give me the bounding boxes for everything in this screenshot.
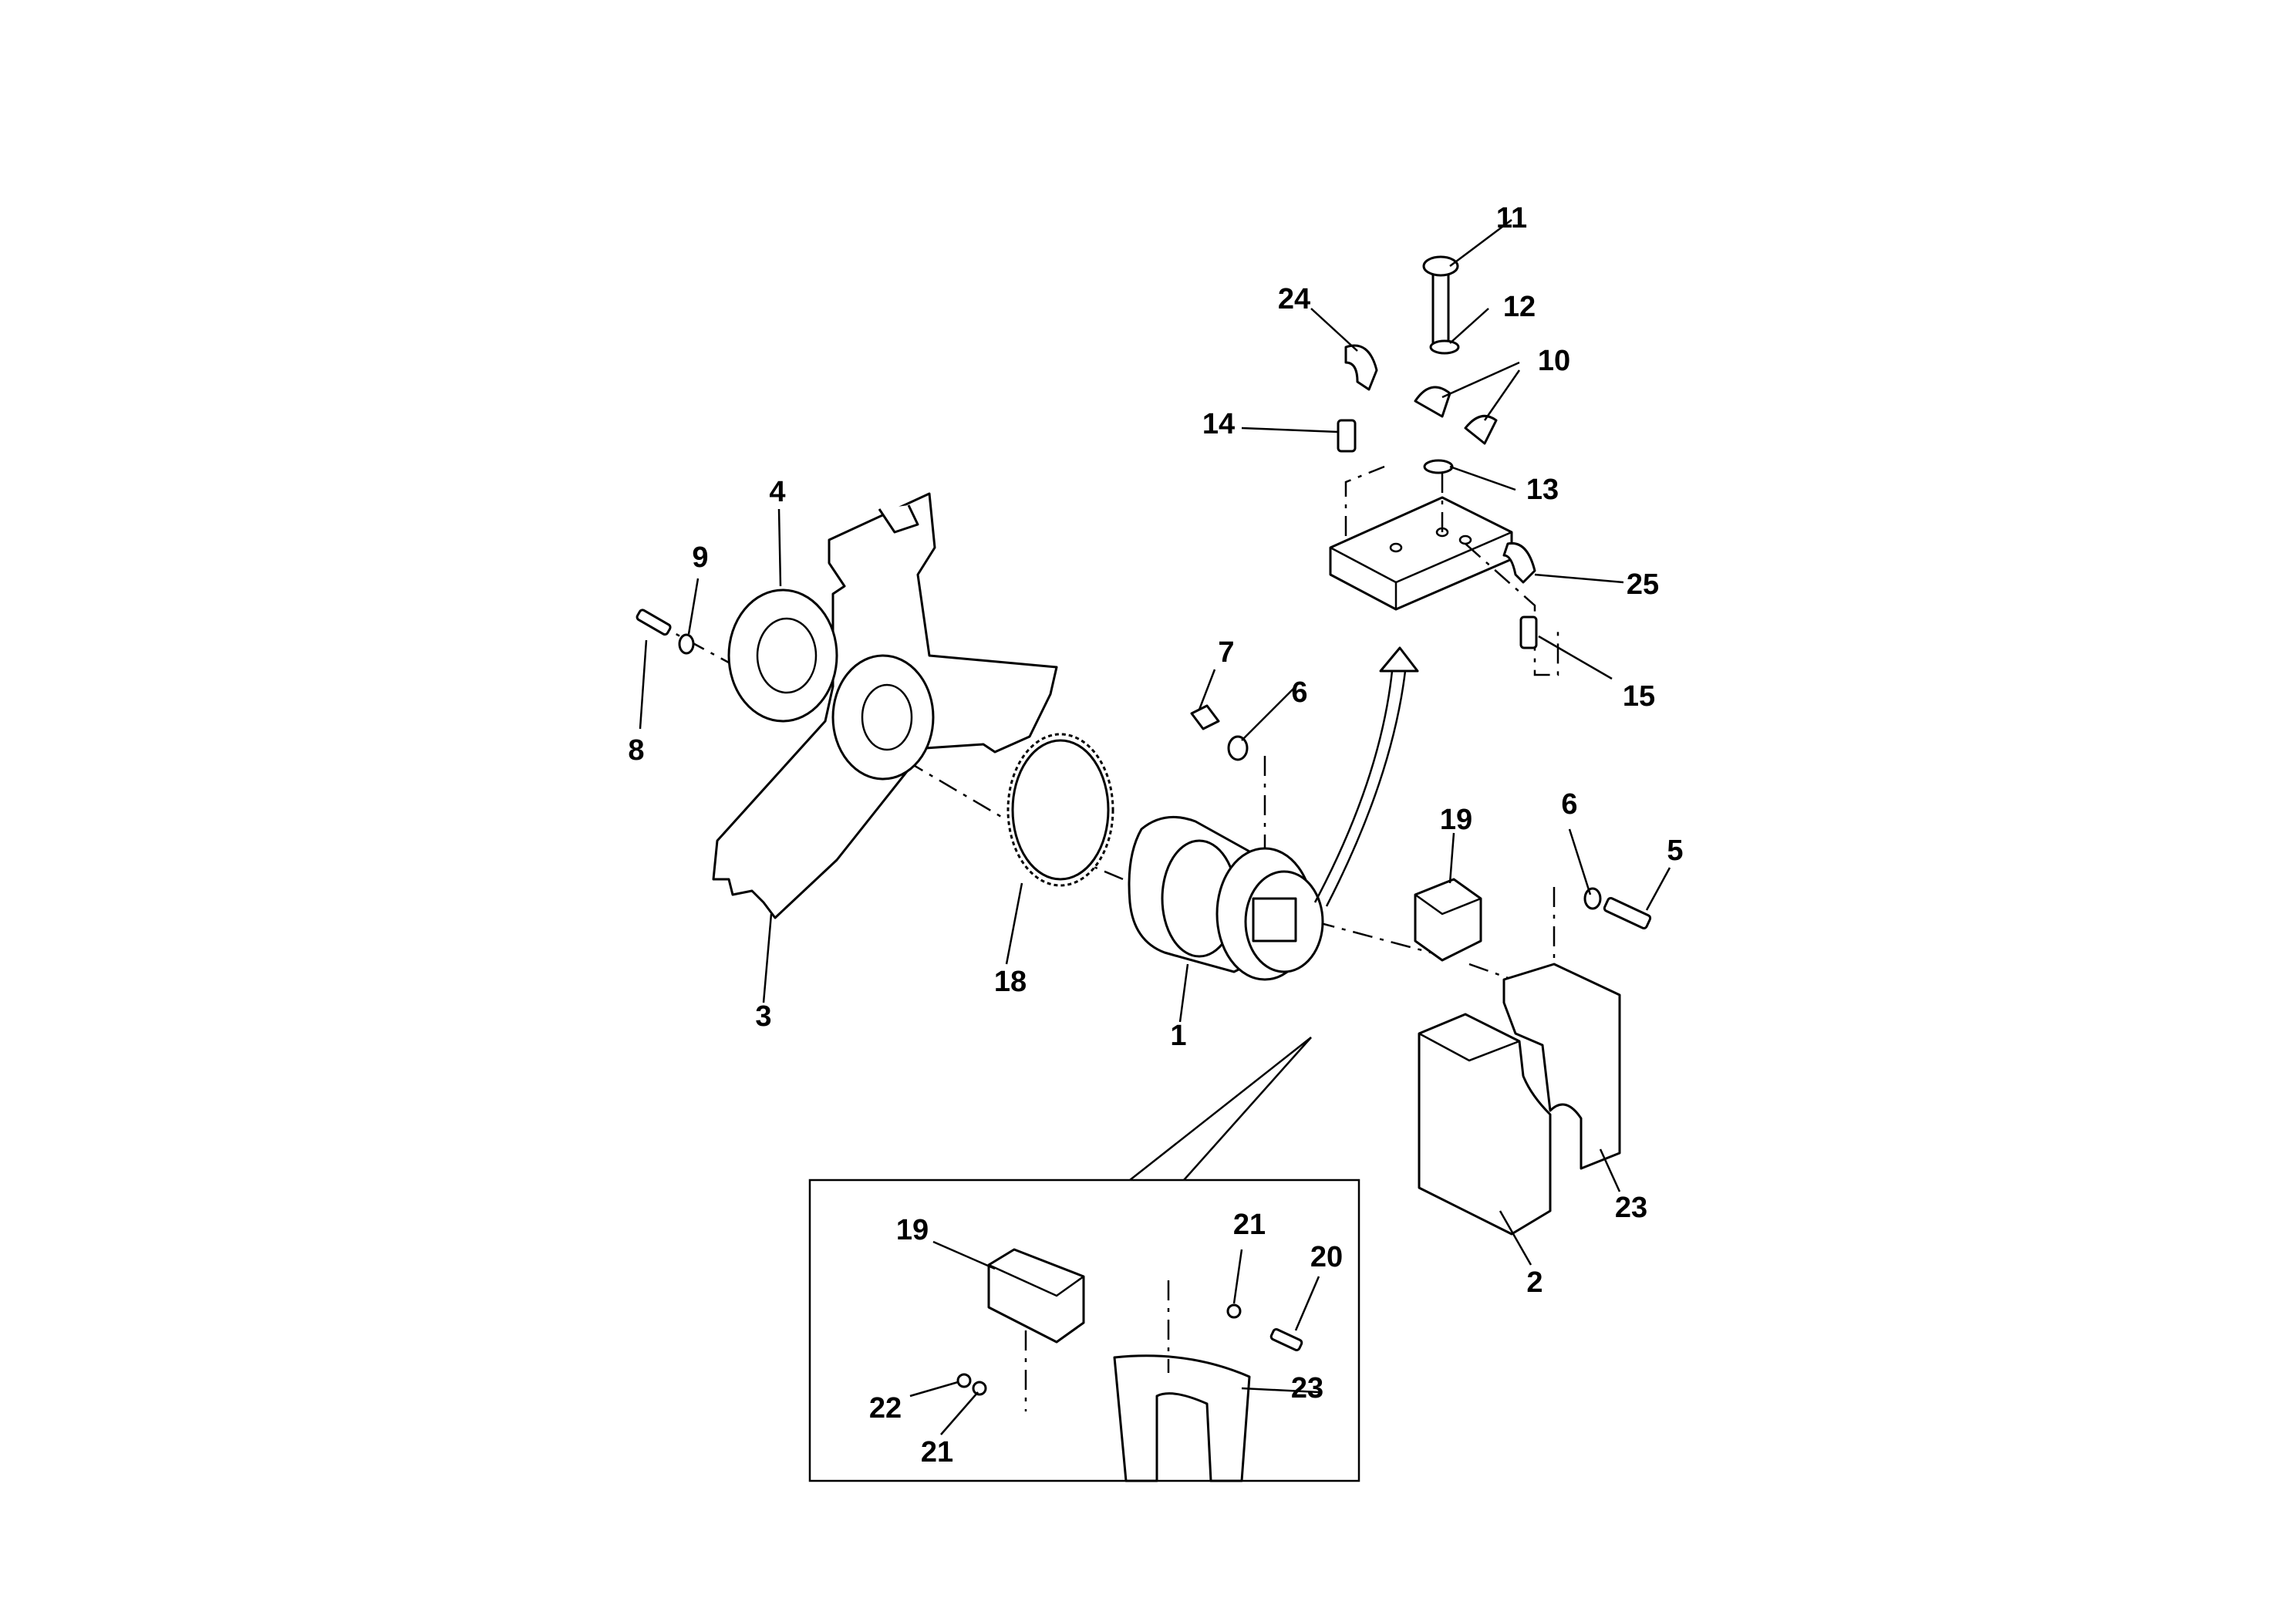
callout-18: 18 [994, 966, 1027, 998]
callout-20: 20 [1310, 1241, 1343, 1273]
washer-6-left [1227, 735, 1249, 761]
callout-19-main: 19 [1440, 804, 1472, 836]
callout-labels: 1 2 3 4 5 6 6 7 8 9 10 11 12 13 14 15 18… [628, 202, 1683, 1469]
right-hardware [1583, 887, 1652, 930]
fitting-15 [1519, 615, 1538, 649]
washer-13 [1423, 459, 1454, 474]
detail-arrow [1313, 646, 1419, 907]
washer-9 [678, 633, 695, 655]
callout-23-detail: 23 [1291, 1372, 1323, 1404]
elbow-25 [1502, 541, 1536, 584]
flange-ring [727, 588, 838, 723]
callout-15: 15 [1623, 680, 1655, 713]
nut-7 [1190, 704, 1220, 730]
bolt-11 [1431, 265, 1450, 352]
callout-21-bottom: 21 [921, 1436, 953, 1469]
callout-1: 1 [1170, 1020, 1186, 1052]
left-hardware [636, 609, 1249, 761]
callout-5: 5 [1667, 835, 1683, 867]
hydraulic-motor [1128, 815, 1324, 981]
detail-inset [808, 1037, 1360, 1482]
callout-19-detail: 19 [896, 1214, 929, 1246]
callout-12: 12 [1503, 291, 1536, 323]
sensor-block [1414, 878, 1482, 962]
callout-23-main: 23 [1615, 1192, 1647, 1224]
callout-11: 11 [1496, 202, 1527, 234]
bolt-5 [1603, 896, 1652, 930]
callout-8: 8 [628, 734, 644, 767]
ring-gear [1006, 733, 1114, 887]
mounting-plate [712, 492, 1058, 919]
callout-2: 2 [1526, 1266, 1542, 1299]
clamp-upper [1414, 386, 1451, 418]
callout-10: 10 [1538, 345, 1570, 377]
clamp-lower [1464, 414, 1498, 445]
callout-25: 25 [1627, 568, 1659, 601]
washer-12 [1429, 339, 1460, 355]
nut-22 [956, 1373, 972, 1388]
callout-24: 24 [1278, 283, 1310, 315]
bolt-8 [636, 609, 672, 636]
callout-6-right: 6 [1561, 788, 1577, 821]
washer-6-right [1583, 887, 1602, 910]
nut-21-top [1226, 1303, 1242, 1319]
callout-21-top: 21 [1233, 1209, 1266, 1241]
callout-22: 22 [869, 1392, 902, 1425]
callout-6-left: 6 [1291, 676, 1307, 709]
callout-7: 7 [1218, 636, 1234, 669]
fitting-14 [1337, 419, 1357, 453]
leader-lines [639, 219, 1671, 1435]
callout-3: 3 [755, 1000, 771, 1033]
bracket-23 [1502, 963, 1621, 1170]
callout-13: 13 [1526, 474, 1559, 506]
callout-14: 14 [1202, 408, 1235, 440]
callout-4: 4 [769, 476, 785, 508]
washer-21-bottom [972, 1381, 987, 1396]
callout-9: 9 [692, 541, 708, 574]
bolt-20 [1269, 1328, 1303, 1351]
elbow-24 [1344, 344, 1378, 391]
valve-fittings [1337, 255, 1538, 649]
bracket-2 [1418, 1013, 1552, 1236]
